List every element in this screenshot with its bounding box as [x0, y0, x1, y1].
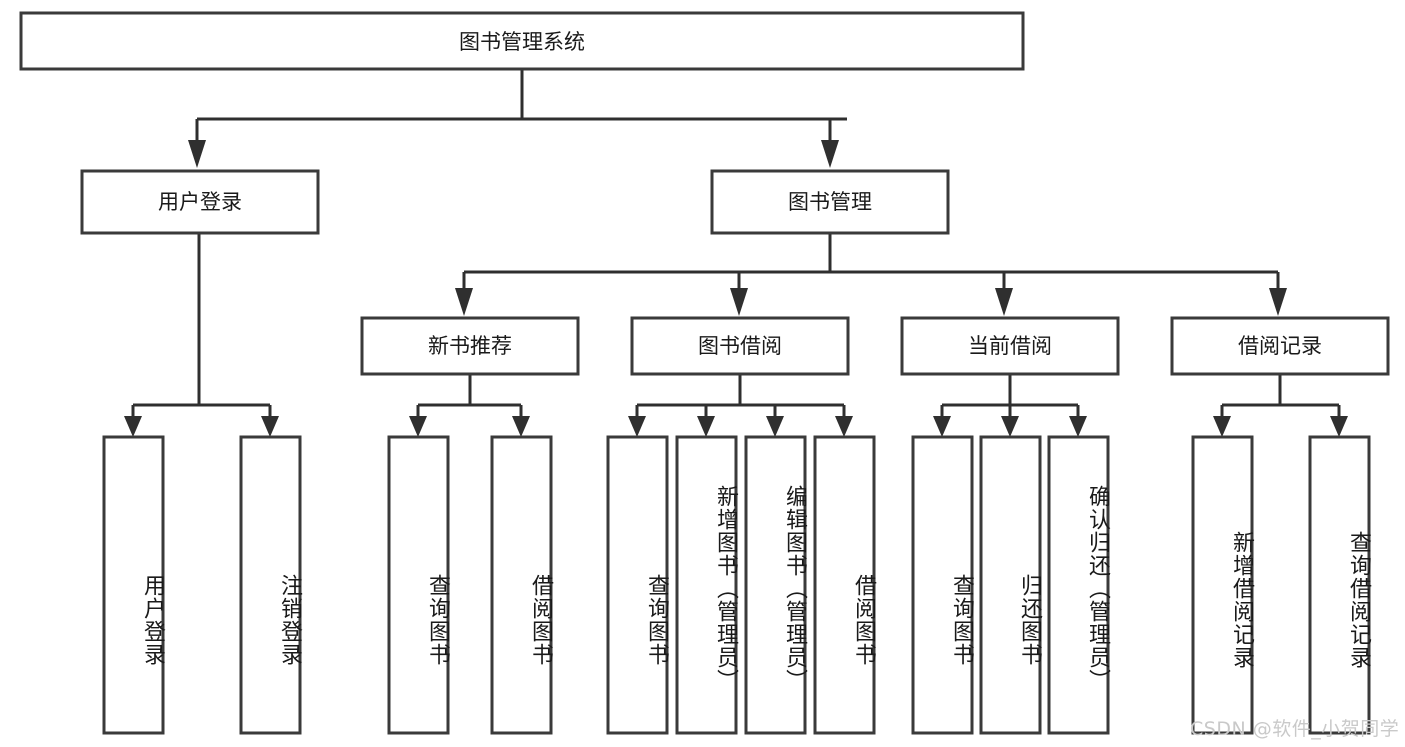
node-new-book-rec-label: 新书推荐: [428, 334, 512, 358]
node-leaf-query-book-3[interactable]: [911, 435, 974, 735]
node-book-borrow[interactable]: [630, 316, 850, 376]
node-root-system[interactable]: [19, 11, 1025, 71]
node-leaf-query-book-2[interactable]: [606, 435, 669, 735]
node-current-borrow-label: 当前借阅: [968, 334, 1052, 358]
node-leaf-query-book-1[interactable]: [387, 435, 450, 735]
connector-newbook-to-leaves: [409, 374, 530, 437]
node-leaf-add-record[interactable]: [1191, 435, 1254, 735]
node-user-login[interactable]: [80, 169, 320, 235]
connector-root-to-level2: [188, 70, 847, 168]
node-borrow-record-label: 借阅记录: [1238, 334, 1322, 358]
node-current-borrow[interactable]: [900, 316, 1120, 376]
node-leaf-logout-login[interactable]: [239, 435, 302, 735]
node-book-manage[interactable]: [710, 169, 950, 235]
connector-bookmanage-to-level3: [455, 233, 1287, 316]
node-book-borrow-label: 图书借阅: [698, 334, 782, 358]
node-book-manage-label: 图书管理: [788, 190, 872, 214]
node-new-book-rec[interactable]: [360, 316, 580, 376]
node-leaf-user-login[interactable]: [102, 435, 165, 735]
connector-currentborrow-to-leaves: [933, 374, 1087, 437]
node-leaf-borrow-book-1[interactable]: [490, 435, 553, 735]
node-leaf-confirm-return[interactable]: [1047, 435, 1110, 735]
connector-bookborrow-to-leaves: [628, 374, 853, 437]
csdn-watermark: CSDN @软件_小贺同学: [1190, 718, 1400, 740]
node-leaf-return-book[interactable]: [979, 435, 1042, 735]
connector-borrowrecord-to-leaves: [1213, 374, 1348, 437]
node-root-system-label: 图书管理系统: [459, 30, 585, 54]
node-leaf-borrow-book-2[interactable]: [813, 435, 876, 735]
connector-userlogin-to-leaves: [124, 233, 279, 437]
node-borrow-record[interactable]: [1170, 316, 1390, 376]
node-user-login-label: 用户登录: [158, 190, 242, 214]
node-leaf-add-book[interactable]: [675, 435, 738, 735]
node-leaf-edit-book[interactable]: [744, 435, 807, 735]
node-leaf-query-record[interactable]: [1308, 435, 1371, 735]
